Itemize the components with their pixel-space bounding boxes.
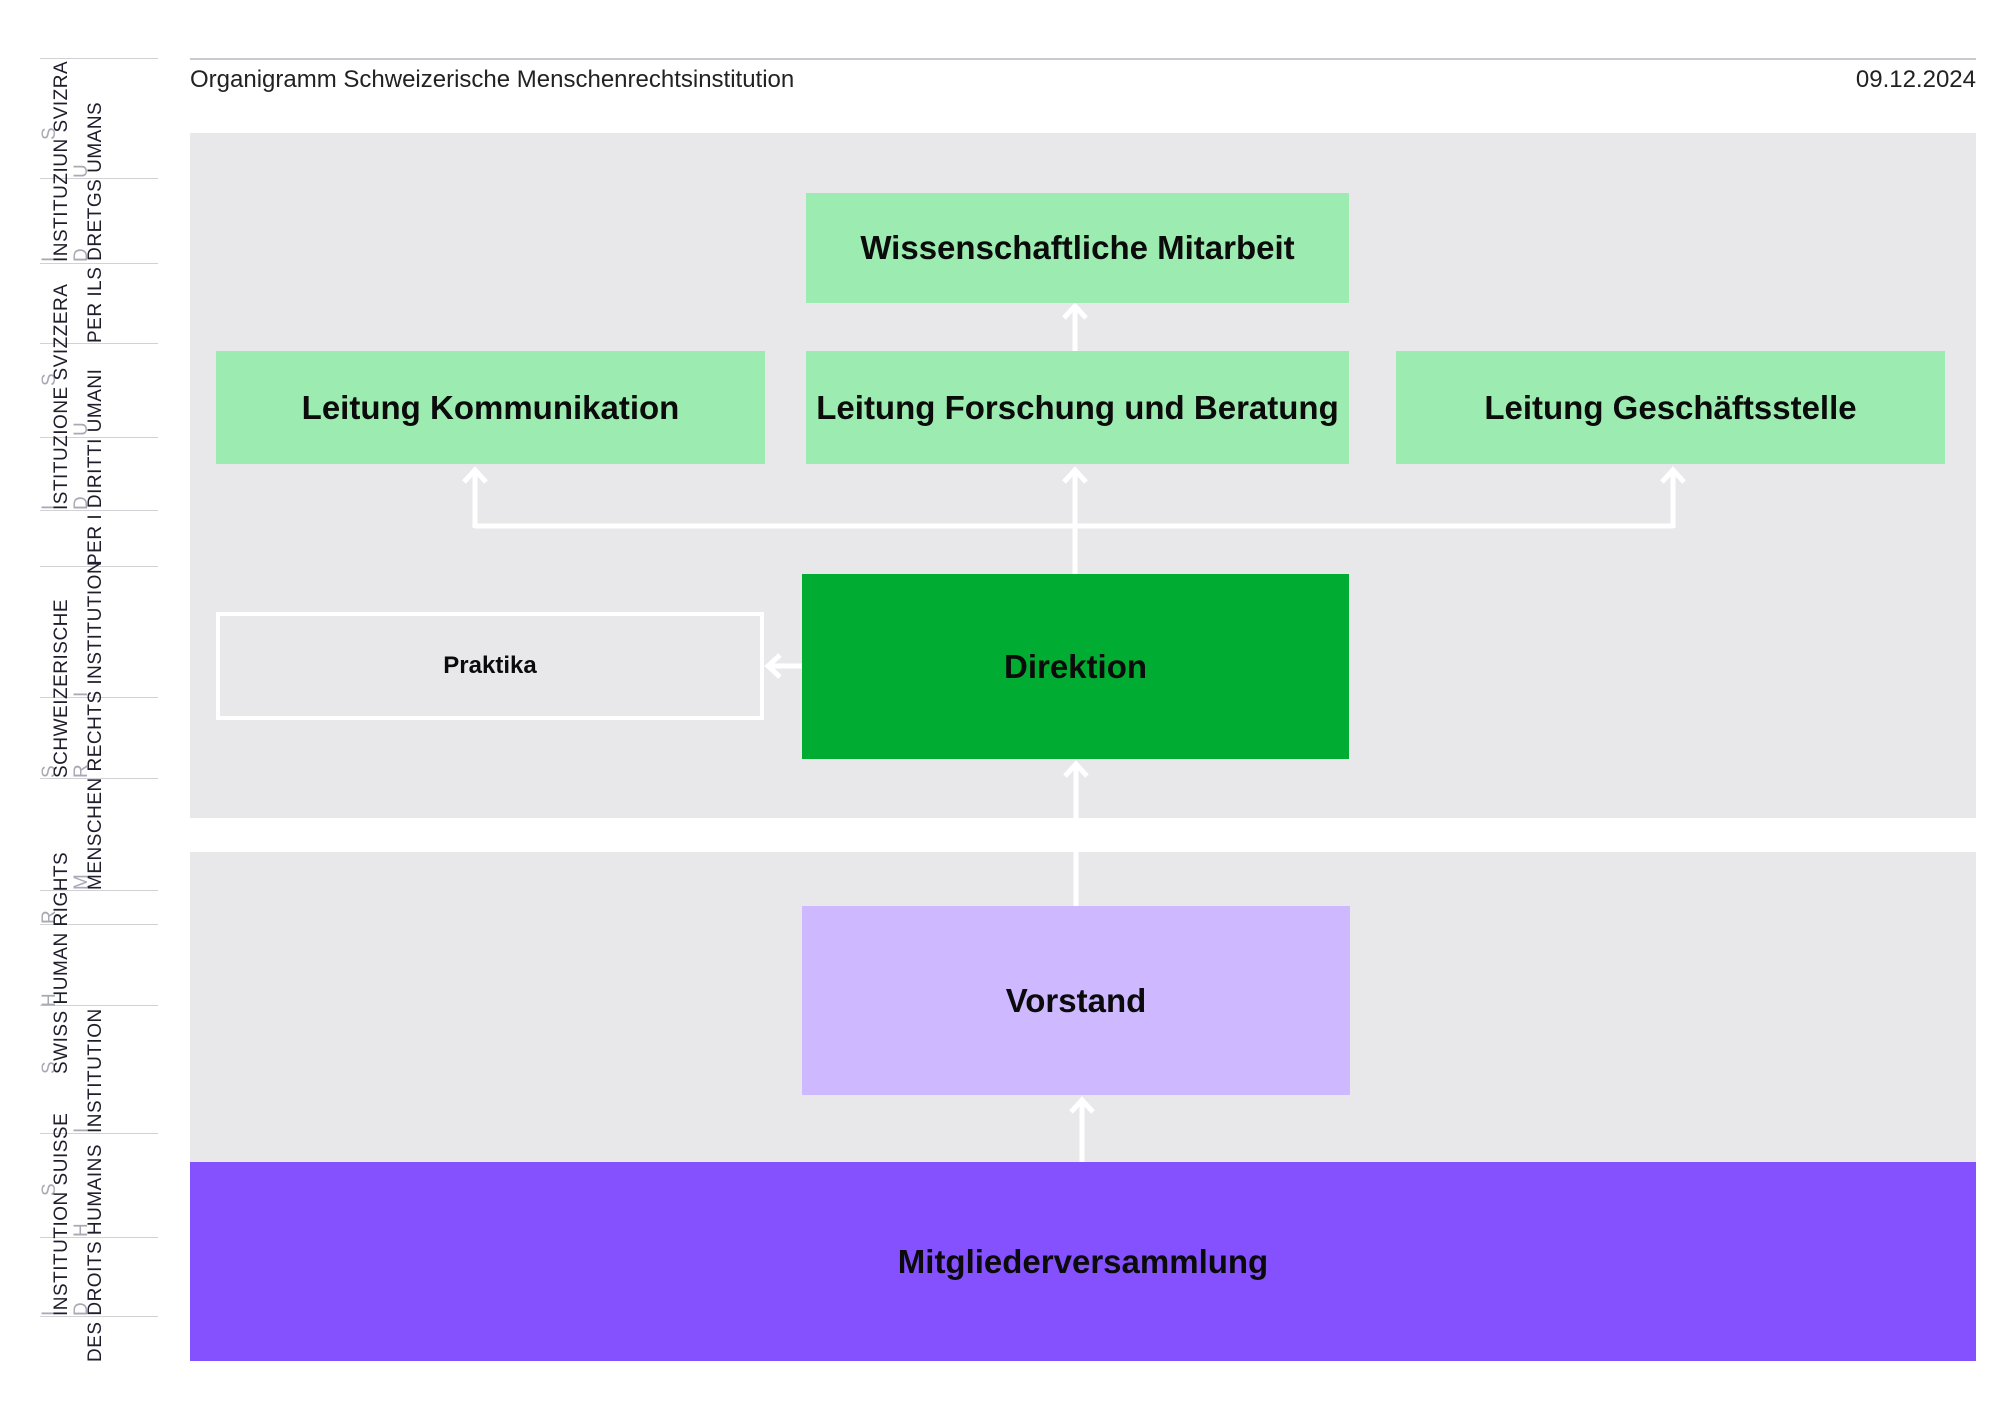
box-label: Direktion bbox=[1003, 647, 1148, 685]
sidebar-rule bbox=[40, 1316, 158, 1317]
box-vorstand: Vorstand bbox=[802, 906, 1350, 1095]
box-mitgliederversammlung: Mitgliederversammlung bbox=[190, 1162, 1976, 1361]
box-leitung-kommunikation: Leitung Kommunikation bbox=[216, 351, 765, 464]
box-wissenschaftliche-mitarbeit: Wissenschaftliche Mitarbeit bbox=[806, 193, 1349, 303]
box-direktion: Direktion bbox=[802, 574, 1349, 759]
sidebar-rule bbox=[40, 697, 158, 698]
sidebar-rule bbox=[40, 263, 158, 264]
header-divider bbox=[190, 58, 1976, 60]
sidebar-rule bbox=[40, 890, 158, 891]
page-date: 09.12.2024 bbox=[1855, 66, 1976, 93]
sidebar-rule bbox=[40, 1005, 158, 1006]
sidebar-rule bbox=[40, 510, 158, 511]
box-label: Leitung Kommunikation bbox=[301, 388, 680, 426]
page-title: Organigramm Schweizerische Menschenrecht… bbox=[190, 66, 795, 93]
box-label: Leitung Forschung und Beratung bbox=[816, 388, 1339, 426]
sidebar-rule bbox=[40, 1237, 158, 1238]
box-label: Vorstand bbox=[1005, 981, 1147, 1019]
sidebar-rule bbox=[40, 566, 158, 567]
box-leitung-forschung: Leitung Forschung und Beratung bbox=[806, 351, 1349, 464]
box-leitung-geschaeftsstelle: Leitung Geschäftsstelle bbox=[1396, 351, 1945, 464]
sidebar-rule bbox=[40, 437, 158, 438]
box-label: Praktika bbox=[443, 652, 537, 679]
sidebar-rule bbox=[40, 343, 158, 344]
box-label: Leitung Geschäftsstelle bbox=[1484, 388, 1857, 426]
sidebar-rule bbox=[40, 178, 158, 179]
box-label: Wissenschaftliche Mitarbeit bbox=[860, 229, 1295, 266]
sidebar-rule bbox=[40, 58, 158, 59]
sidebar-rule bbox=[40, 778, 158, 779]
sidebar-rule bbox=[40, 1133, 158, 1134]
box-label: Mitgliederversammlung bbox=[897, 1242, 1269, 1280]
box-praktika: Praktika bbox=[216, 612, 764, 720]
sidebar-rule bbox=[40, 924, 158, 925]
